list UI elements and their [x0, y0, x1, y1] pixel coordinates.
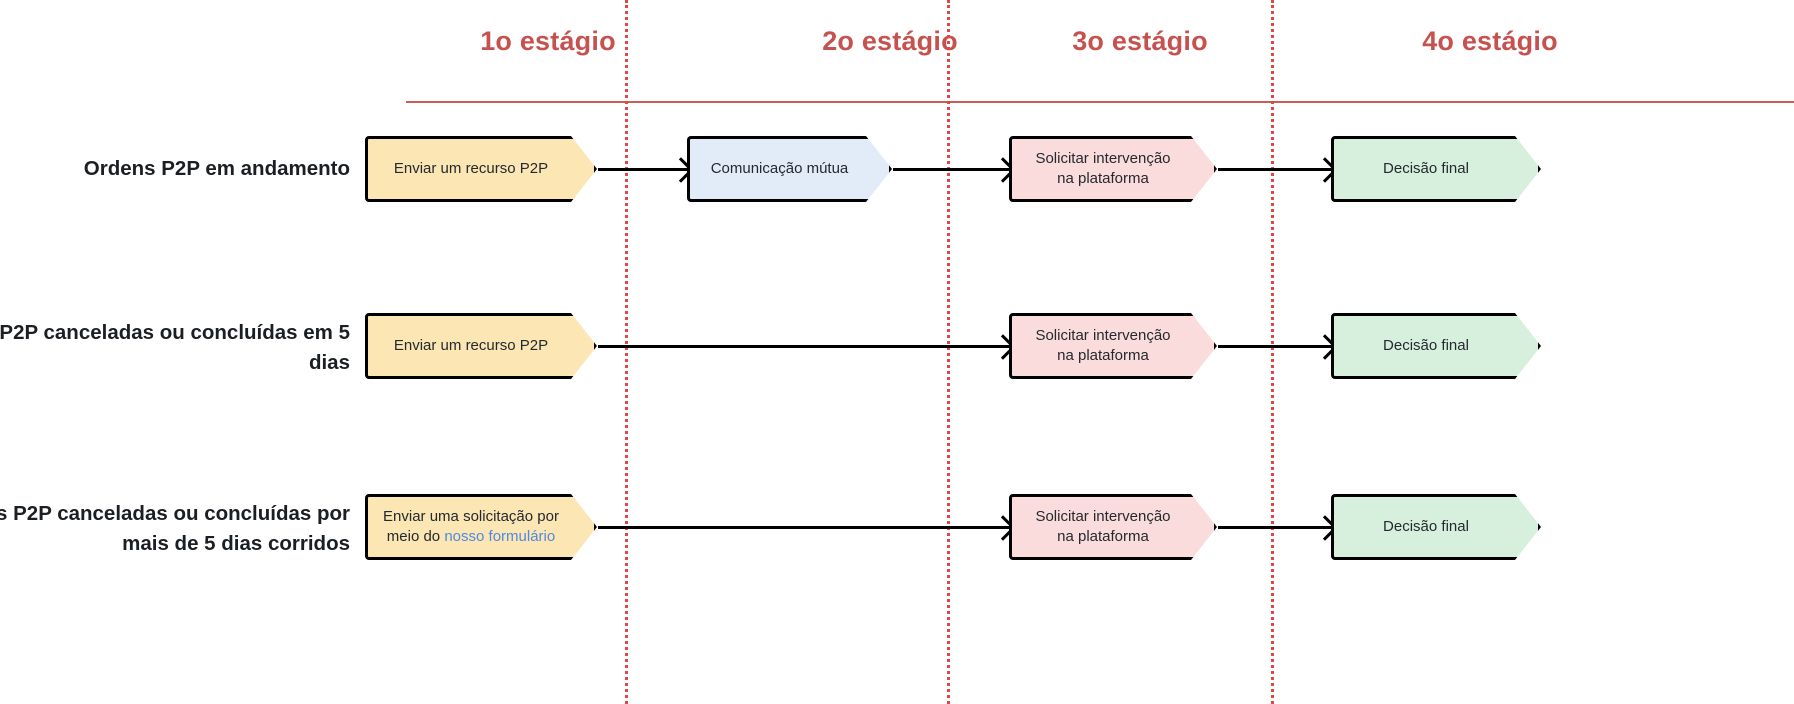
flow-node-r1-4: Decisão final [1331, 136, 1541, 202]
flow-node-label: Enviar uma solicitação por meio do nosso… [383, 508, 559, 545]
flow-node-r3-3: Decisão final [1331, 494, 1541, 560]
stage-header-4: 4o estágio [1422, 26, 1558, 56]
row-label-1: Ordens P2P em andamento [83, 157, 350, 180]
flow-node-label: Decisão final [1383, 160, 1469, 177]
flow-node-label: Solicitar intervenção na plataforma [1035, 508, 1171, 545]
flow-node-r3-1[interactable]: Enviar uma solicitação por meio do nosso… [365, 494, 597, 560]
connector-arrow-r2-1 [598, 345, 1010, 348]
flow-node-label: Decisão final [1383, 337, 1469, 354]
form-link[interactable]: nosso formulário [444, 528, 556, 545]
flow-node-label: Decisão final [1383, 518, 1469, 535]
flow-node-r2-2: Solicitar intervenção na plataforma [1009, 313, 1217, 379]
stage-header-1: 1o estágio [480, 26, 616, 56]
connector-arrow-r3-1 [598, 526, 1010, 529]
row-label-2: Ordens P2P canceladas ou concluídas em 5… [0, 321, 350, 374]
header-divider-rule [406, 101, 1794, 103]
connector-arrow-r1-2 [893, 168, 1010, 171]
flow-node-label: Enviar um recurso P2P [393, 337, 549, 354]
stage-divider-1 [625, 0, 628, 704]
row-label-3: Ordens P2P canceladas ou concluídas por … [0, 502, 350, 555]
flow-node-r2-3: Decisão final [1331, 313, 1541, 379]
connector-arrow-r1-3 [1218, 168, 1332, 171]
flow-node-label: Solicitar intervenção na plataforma [1035, 327, 1171, 364]
flow-node-label: Enviar um recurso P2P [393, 160, 549, 177]
stage-header-3: 3o estágio [1072, 26, 1208, 56]
flow-node-label: Comunicação mútua [710, 160, 849, 177]
stage-header-2: 2o estágio [822, 26, 958, 56]
connector-arrow-r2-2 [1218, 345, 1332, 348]
connector-arrow-r3-2 [1218, 526, 1332, 529]
flow-node-r2-1: Enviar um recurso P2P [365, 313, 597, 379]
connector-arrow-r1-1 [598, 168, 688, 171]
flow-node-r3-2: Solicitar intervenção na plataforma [1009, 494, 1217, 560]
stage-divider-2 [947, 0, 950, 704]
flow-node-r1-2: Comunicação mútua [687, 136, 892, 202]
stage-divider-3 [1271, 0, 1274, 704]
flow-node-label: Solicitar intervenção na plataforma [1035, 150, 1171, 187]
flow-node-r1-1: Enviar um recurso P2P [365, 136, 597, 202]
flow-node-r1-3: Solicitar intervenção na plataforma [1009, 136, 1217, 202]
